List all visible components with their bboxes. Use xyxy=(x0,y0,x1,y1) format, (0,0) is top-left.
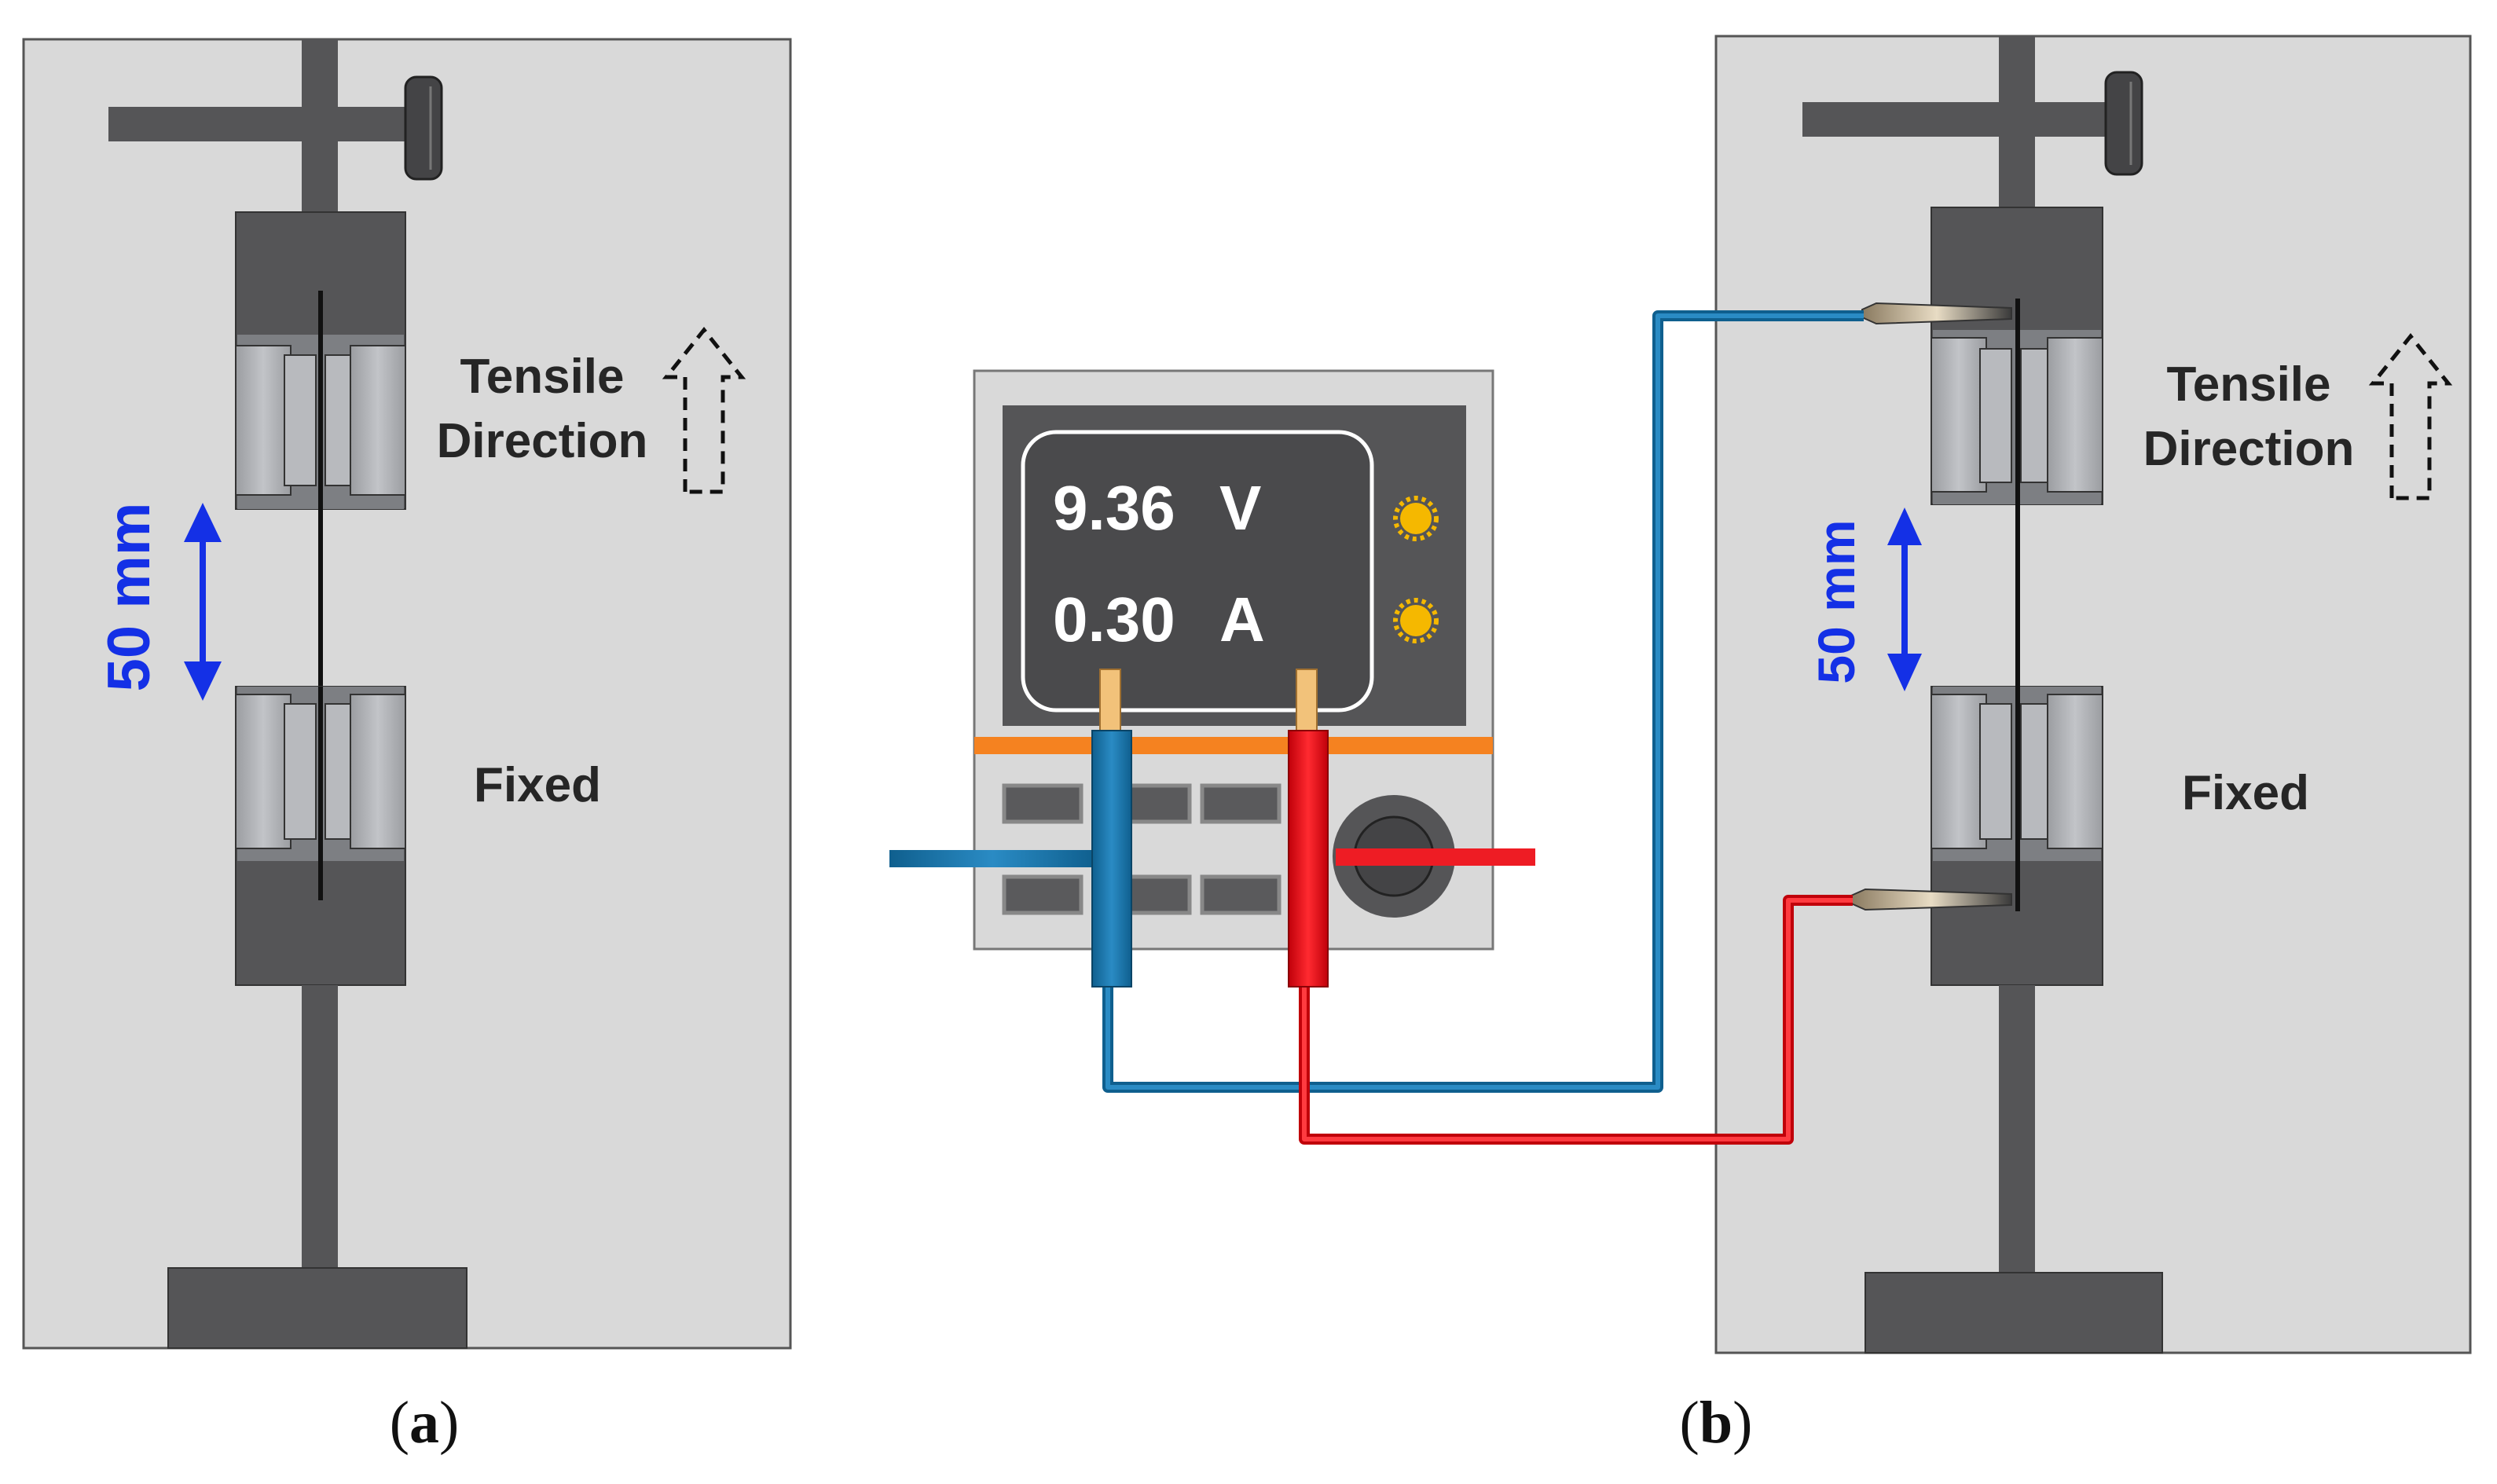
bottom-rod xyxy=(302,985,338,1268)
red-probe-plug xyxy=(1288,669,1329,988)
current-indicator-light xyxy=(1393,598,1439,643)
orange-divider xyxy=(974,737,1493,754)
voltage-unit: V xyxy=(1219,473,1261,543)
gauge-length-label: 50 mm xyxy=(1807,519,1865,683)
caption-a: (a) xyxy=(390,1390,460,1456)
voltage-indicator-light xyxy=(1393,496,1439,541)
gauge-length-arrow xyxy=(184,503,222,701)
power-supply: 9.36 V 0.30 A xyxy=(889,369,1535,988)
tensile-label-line2: Direction xyxy=(437,414,648,468)
current-value: 0.30 xyxy=(1053,584,1175,654)
bottom-rod xyxy=(1999,985,2035,1274)
adjustment-knob xyxy=(2104,71,2143,176)
crossbar xyxy=(108,107,415,141)
fixed-label: Fixed xyxy=(474,758,601,812)
panel-a-background xyxy=(22,38,792,1350)
panel-b: Tensile Direction Fixed 50 mm (b) xyxy=(1680,35,2472,1456)
tensile-label-line1: Tensile xyxy=(2166,357,2330,412)
tensile-direction-arrow xyxy=(662,326,746,494)
current-unit: A xyxy=(1219,584,1265,654)
base-plate xyxy=(167,1267,468,1349)
fixed-label: Fixed xyxy=(2182,766,2309,820)
tensile-direction-arrow xyxy=(2368,332,2453,500)
display-screen xyxy=(1021,430,1374,713)
gauge-length-label: 50 mm xyxy=(96,503,163,692)
voltage-value: 9.36 xyxy=(1053,473,1175,543)
crossbar xyxy=(1802,102,2117,137)
base-plate xyxy=(1864,1272,2163,1354)
red-wire xyxy=(1299,895,1853,1145)
blue-probe-plug xyxy=(1091,669,1132,988)
blue-wire xyxy=(1102,310,1864,1093)
red-output-lead xyxy=(1336,848,1535,866)
tensile-label-line2: Direction xyxy=(2143,422,2355,476)
caption-b: (b) xyxy=(1680,1390,1753,1456)
lower-grip-jaws xyxy=(235,687,406,861)
gauge-length-arrow xyxy=(1887,507,1922,691)
adjustment-knob xyxy=(404,75,443,181)
panel-a: Tensile Direction Fixed 50 mm (a) xyxy=(22,38,792,1456)
blue-output-lead xyxy=(889,850,1095,867)
tensile-label-line1: Tensile xyxy=(460,350,624,404)
